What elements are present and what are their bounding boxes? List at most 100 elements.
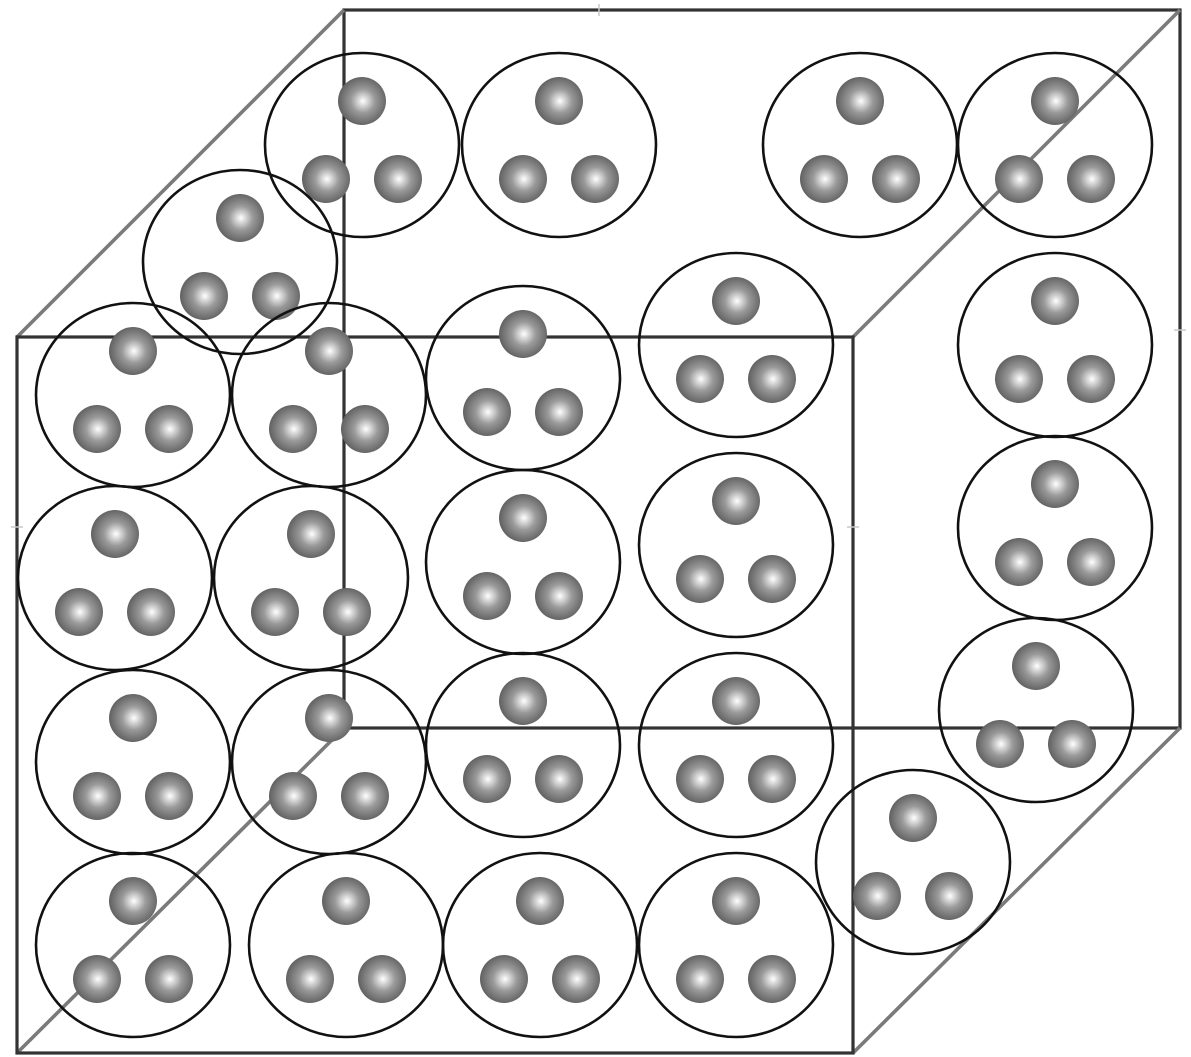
- atom: [287, 510, 335, 558]
- atom: [889, 794, 937, 842]
- atom: [109, 327, 157, 375]
- molecule: [36, 670, 230, 854]
- atom: [286, 955, 334, 1003]
- atom: [836, 77, 884, 125]
- atom: [800, 155, 848, 203]
- atom: [1067, 538, 1115, 586]
- atom: [1031, 460, 1079, 508]
- atom: [853, 872, 901, 920]
- atom: [995, 538, 1043, 586]
- atom: [676, 555, 724, 603]
- atom: [374, 155, 422, 203]
- atom: [571, 155, 619, 203]
- atom: [91, 510, 139, 558]
- atom: [499, 310, 547, 358]
- molecule: [426, 653, 620, 837]
- atom: [109, 694, 157, 742]
- atom: [1067, 355, 1115, 403]
- atom: [712, 277, 760, 325]
- atom: [55, 588, 103, 636]
- atom: [145, 772, 193, 820]
- atom: [712, 877, 760, 925]
- atom: [748, 755, 796, 803]
- atom: [976, 720, 1024, 768]
- molecule: [232, 303, 426, 487]
- atom: [1067, 155, 1115, 203]
- atom: [676, 755, 724, 803]
- atom: [109, 877, 157, 925]
- molecule: [958, 53, 1152, 237]
- atom: [73, 405, 121, 453]
- box-edge-bottom-right: [853, 728, 1180, 1053]
- atom: [463, 388, 511, 436]
- molecule: [143, 170, 337, 354]
- atom: [180, 272, 228, 320]
- atom: [269, 405, 317, 453]
- atom: [1031, 77, 1079, 125]
- atom: [499, 155, 547, 203]
- molecule: [265, 53, 459, 237]
- atom: [73, 772, 121, 820]
- atom: [1048, 720, 1096, 768]
- atom: [535, 755, 583, 803]
- atom: [1012, 642, 1060, 690]
- atom: [872, 155, 920, 203]
- molecule: [639, 853, 833, 1037]
- molecule: [18, 486, 212, 670]
- molecule: [639, 453, 833, 637]
- molecule: [763, 53, 957, 237]
- molecule: [426, 286, 620, 470]
- molecule: [426, 470, 620, 654]
- atom: [323, 588, 371, 636]
- atom: [535, 77, 583, 125]
- molecule: [249, 853, 443, 1037]
- molecule: [639, 653, 833, 837]
- atom: [995, 355, 1043, 403]
- molecule: [462, 53, 656, 237]
- molecule: [958, 436, 1152, 620]
- atom: [676, 955, 724, 1003]
- molecule: [36, 853, 230, 1037]
- atom: [322, 877, 370, 925]
- molecule: [232, 670, 426, 854]
- atom: [145, 405, 193, 453]
- atom: [499, 494, 547, 542]
- atom: [338, 77, 386, 125]
- atom: [252, 272, 300, 320]
- atom: [358, 955, 406, 1003]
- molecule: [443, 853, 637, 1037]
- atom: [73, 955, 121, 1003]
- atom: [216, 194, 264, 242]
- atom: [712, 677, 760, 725]
- molecule: [958, 253, 1152, 437]
- atom: [341, 772, 389, 820]
- atom: [480, 955, 528, 1003]
- molecule: [816, 770, 1010, 954]
- atom: [463, 755, 511, 803]
- atom: [1031, 277, 1079, 325]
- molecule: [36, 303, 230, 487]
- atom: [269, 772, 317, 820]
- atom: [127, 588, 175, 636]
- atom: [535, 388, 583, 436]
- atom: [995, 155, 1043, 203]
- atom: [535, 572, 583, 620]
- molecule: [939, 618, 1133, 802]
- atom: [251, 588, 299, 636]
- molecules-layer: [18, 53, 1152, 1037]
- atom: [341, 405, 389, 453]
- atom: [748, 955, 796, 1003]
- atom: [712, 477, 760, 525]
- atom: [925, 872, 973, 920]
- molecule: [214, 486, 408, 670]
- atom: [676, 355, 724, 403]
- atom: [748, 555, 796, 603]
- atom: [499, 677, 547, 725]
- atom: [552, 955, 600, 1003]
- atom: [145, 955, 193, 1003]
- atom: [305, 694, 353, 742]
- atom: [748, 355, 796, 403]
- atom: [516, 877, 564, 925]
- atom: [305, 327, 353, 375]
